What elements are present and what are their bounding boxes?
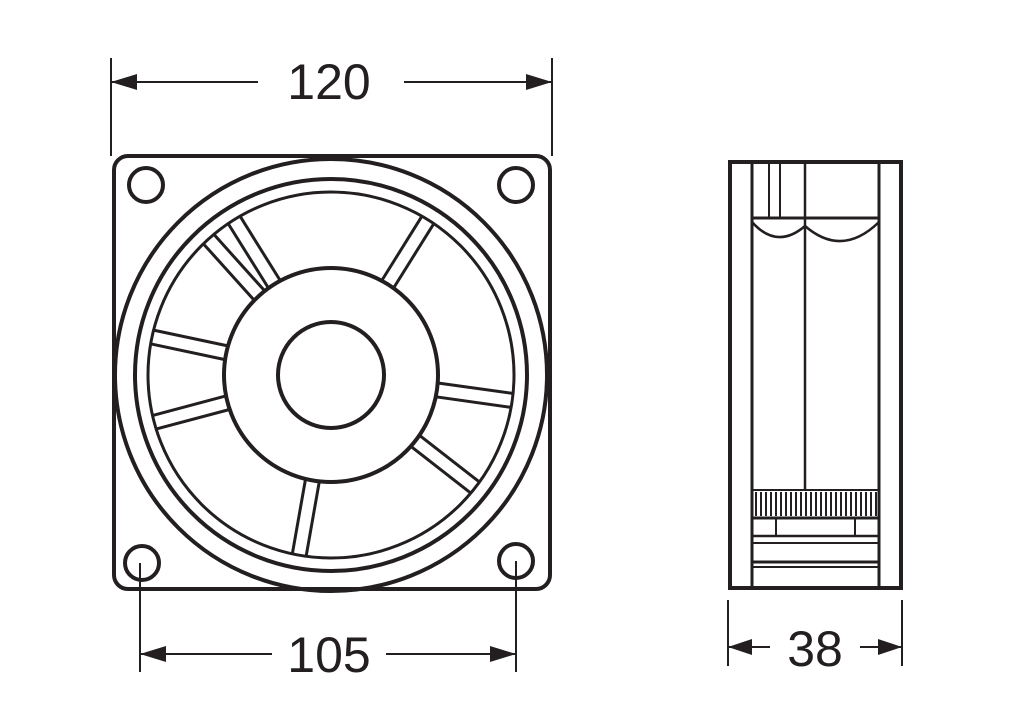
fan-spoke-line (418, 434, 481, 484)
fan-spoke-line (152, 394, 227, 418)
arrowhead-left (111, 74, 137, 90)
dimension-hole-spacing: 105 (139, 561, 517, 683)
blade-curve-left (751, 221, 806, 239)
arrowhead-left (140, 646, 166, 662)
mounting-hole-bottom-left (123, 544, 161, 582)
fan-blade-ring (146, 190, 516, 560)
fan-spoke-line (212, 233, 266, 292)
fan-shroud-inner (133, 177, 529, 573)
fan-spoke-line (304, 481, 321, 557)
fan-spoke-line (435, 395, 512, 409)
fan-spoke-line (150, 342, 226, 362)
fan-front-view (112, 154, 552, 593)
fan-shroud-outer (113, 157, 549, 593)
fan-spoke-line (238, 215, 282, 282)
fan-spoke-line (392, 222, 436, 289)
fan-side-view (728, 160, 903, 590)
motor-knurl-pattern (755, 492, 877, 516)
arrowhead-right (878, 639, 902, 655)
fan-spokes (150, 215, 514, 557)
dimension-label-hole-spacing: 105 (287, 627, 370, 683)
fan-hub (222, 266, 440, 484)
arrowhead-right (526, 74, 552, 90)
fan-spoke-line (290, 478, 307, 555)
fan-spoke-line (226, 222, 270, 289)
dimension-label-depth: 38 (787, 621, 843, 677)
side-frame (728, 160, 903, 590)
mounting-hole-top-left (127, 166, 165, 204)
blade-curve-right (804, 221, 880, 243)
fan-spoke-line (202, 242, 256, 302)
mounting-hole-top-right (497, 166, 535, 204)
fan-spoke-line (410, 445, 472, 495)
arrowhead-left (728, 639, 752, 655)
fan-spoke-line (380, 215, 424, 282)
dimension-depth: 38 (727, 600, 903, 677)
fan-spoke-line (153, 328, 229, 348)
dimension-overall-width: 120 (110, 54, 553, 156)
fan-spoke-line (155, 408, 230, 431)
fan-hub-center (276, 320, 386, 430)
fan-spoke-line (437, 381, 514, 395)
dimension-label-overall-width: 120 (287, 54, 370, 110)
arrowhead-right (490, 646, 516, 662)
